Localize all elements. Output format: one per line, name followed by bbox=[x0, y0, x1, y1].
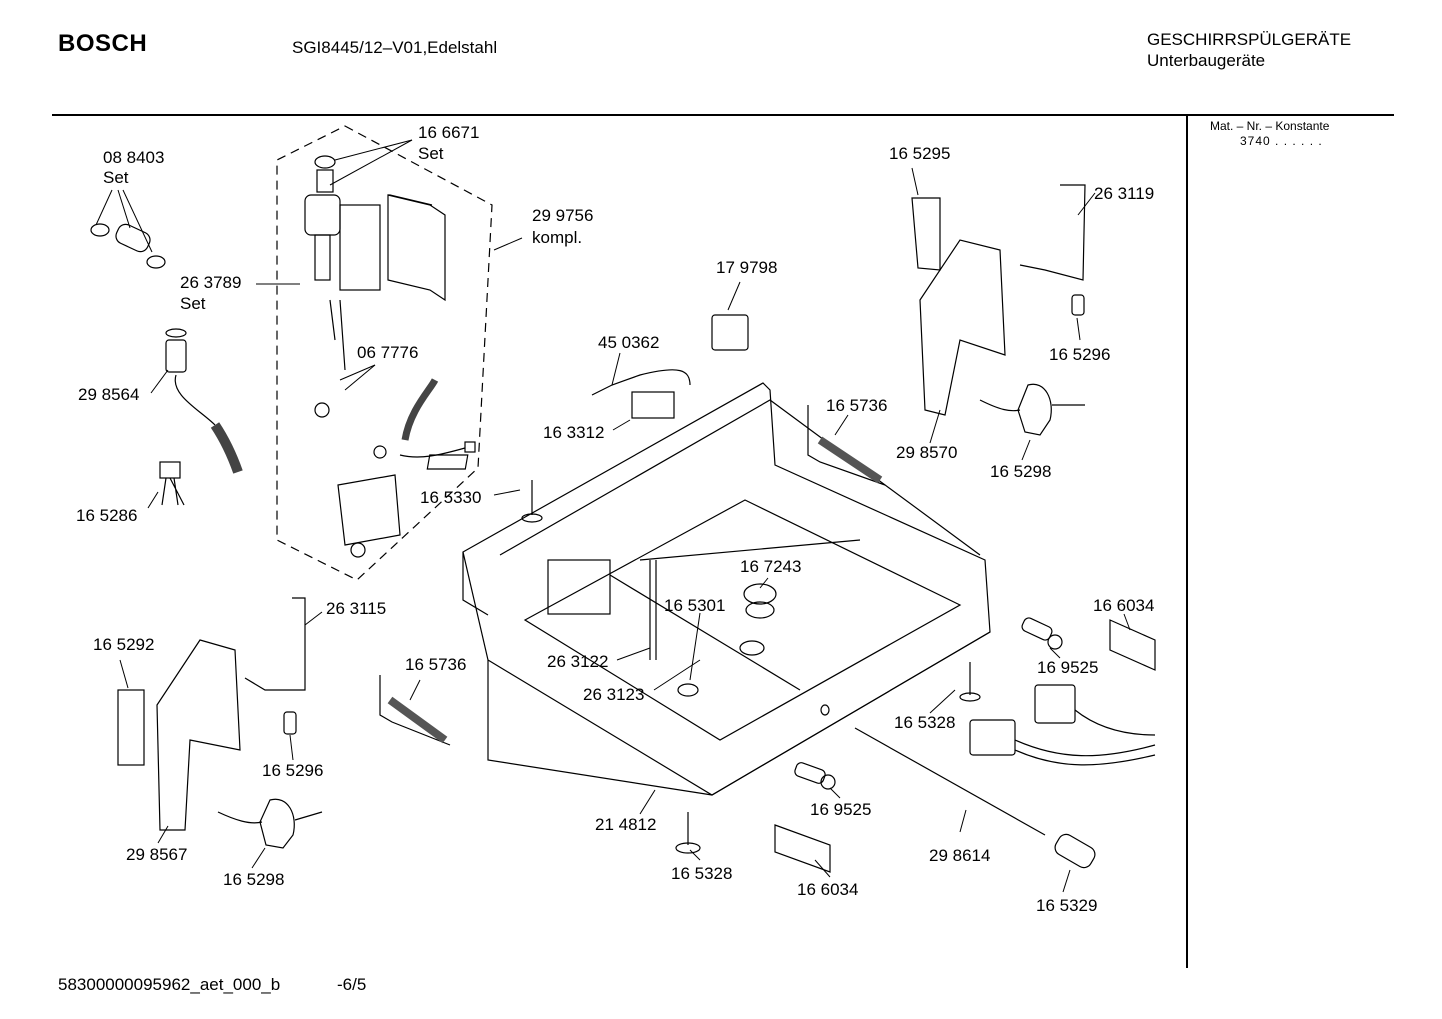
part-label-45-0362: 45 0362 bbox=[598, 333, 660, 352]
part-label-26-3789-set: Set bbox=[180, 294, 206, 313]
part-label-16-5736-bottom: 16 5736 bbox=[405, 655, 467, 674]
cable-45-0362 bbox=[591, 369, 691, 419]
part-label-16-6034-right: 16 6034 bbox=[1093, 596, 1155, 615]
page-number: -6/5 bbox=[337, 975, 367, 994]
part-label-16-5328-right: 16 5328 bbox=[894, 713, 956, 732]
screw-16-5330 bbox=[426, 454, 543, 523]
clip-16-5296-top bbox=[1071, 294, 1085, 316]
clip-16-5296-bottom bbox=[283, 711, 297, 735]
part-label-16-5298-top: 16 5298 bbox=[990, 462, 1052, 481]
spring-16-5736-bottom bbox=[379, 675, 451, 746]
part-label-16-5296-top: 16 5296 bbox=[1049, 345, 1111, 364]
part-label-16-6671-set: Set bbox=[418, 144, 444, 163]
part-label-26-3119: 26 3119 bbox=[1094, 184, 1155, 203]
connector-16-6034-right bbox=[1109, 619, 1156, 671]
model-title: SGI8445/12–V01,Edelstahl bbox=[292, 38, 498, 57]
part-label-08-8403-set: Set bbox=[103, 168, 129, 187]
motor-16-5298-bottom bbox=[217, 798, 323, 849]
part-label-29-8570: 29 8570 bbox=[896, 443, 958, 462]
bracket-29-8567 bbox=[156, 639, 241, 831]
part-label-29-8614: 29 8614 bbox=[929, 846, 991, 865]
wiring-harness bbox=[969, 684, 1156, 766]
foot-16-5329 bbox=[1054, 833, 1096, 869]
part-label-16-5330: 16 5330 bbox=[420, 488, 482, 507]
part-label-26-3789: 26 3789 bbox=[180, 273, 242, 292]
part-label-29-8564: 29 8564 bbox=[78, 385, 140, 404]
connector-16-6034-bottom bbox=[774, 824, 831, 873]
part-label-16-5286: 16 5286 bbox=[76, 506, 138, 525]
part-label-16-5292: 16 5292 bbox=[93, 635, 155, 654]
material-number-value: 3740 . . . . . . bbox=[1240, 134, 1323, 148]
part-label-16-5329: 16 5329 bbox=[1036, 896, 1098, 915]
part-label-29-8567: 29 8567 bbox=[126, 845, 188, 864]
part-label-26-3123: 26 3123 bbox=[583, 685, 645, 704]
base-tub bbox=[462, 382, 991, 796]
part-label-17-9798: 17 9798 bbox=[716, 258, 778, 277]
part-label-08-8403: 08 8403 bbox=[103, 148, 165, 167]
part-label-16-5295: 16 5295 bbox=[889, 144, 951, 163]
bracket-16-5295 bbox=[911, 197, 941, 271]
part-label-16-7243: 16 7243 bbox=[740, 557, 802, 576]
category-subtitle: Unterbaugeräte bbox=[1147, 51, 1266, 70]
screw-21-4812 bbox=[675, 812, 701, 854]
part-label-21-4812: 21 4812 bbox=[595, 815, 657, 834]
part-label-16-6671: 16 6671 bbox=[418, 123, 480, 142]
hose-29-8564 bbox=[165, 328, 243, 474]
motor-16-5298-top bbox=[979, 383, 1085, 436]
document-code: 58300000095962_aet_000_b bbox=[58, 975, 281, 994]
part-label-16-5298-bottom: 16 5298 bbox=[223, 870, 285, 889]
part-label-26-3122: 26 3122 bbox=[547, 652, 609, 671]
rod-29-8614 bbox=[854, 727, 1046, 836]
side-divider bbox=[1186, 116, 1188, 968]
bracket-26-3119 bbox=[1019, 184, 1086, 281]
part-label-16-9525-bottom: 16 9525 bbox=[810, 800, 872, 819]
switch-17-9798 bbox=[711, 314, 749, 351]
brand-logo: BOSCH bbox=[58, 30, 148, 57]
part-label-16-5301: 16 5301 bbox=[664, 596, 726, 615]
kit-outline bbox=[276, 125, 493, 581]
leader-lines bbox=[95, 139, 1131, 893]
screw-16-9525-right bbox=[1021, 617, 1063, 650]
header-divider bbox=[52, 114, 1394, 116]
part-label-16-9525-right: 16 9525 bbox=[1037, 658, 1099, 677]
valve-kit bbox=[304, 155, 476, 558]
bracket-16-5292 bbox=[117, 689, 145, 766]
part-label-29-9756-kompl: kompl. bbox=[532, 228, 583, 247]
bracket-29-8570 bbox=[919, 239, 1006, 416]
part-label-06-7776: 06 7776 bbox=[357, 343, 419, 362]
part-label-29-9756: 29 9756 bbox=[532, 206, 594, 225]
bracket-26-3115 bbox=[244, 597, 306, 691]
part-label-16-6034-bottom: 16 6034 bbox=[797, 880, 859, 899]
part-label-26-3115: 26 3115 bbox=[326, 599, 387, 618]
part-label-16-3312: 16 3312 bbox=[543, 423, 605, 442]
material-number-label: Mat. – Nr. – Konstante bbox=[1210, 119, 1330, 133]
part-label-16-5736-top: 16 5736 bbox=[826, 396, 888, 415]
part-label-16-5296-bottom: 16 5296 bbox=[262, 761, 324, 780]
category-title: GESCHIRRSPÜLGERÄTE bbox=[1147, 30, 1352, 49]
hose-clamp-set bbox=[90, 223, 166, 269]
clip-16-5286 bbox=[159, 461, 185, 506]
screw-16-5328-right bbox=[959, 662, 981, 702]
screw-16-9525-bottom bbox=[794, 762, 836, 790]
part-label-16-5328-bottom: 16 5328 bbox=[671, 864, 733, 883]
spring-16-5736-top bbox=[807, 405, 886, 486]
